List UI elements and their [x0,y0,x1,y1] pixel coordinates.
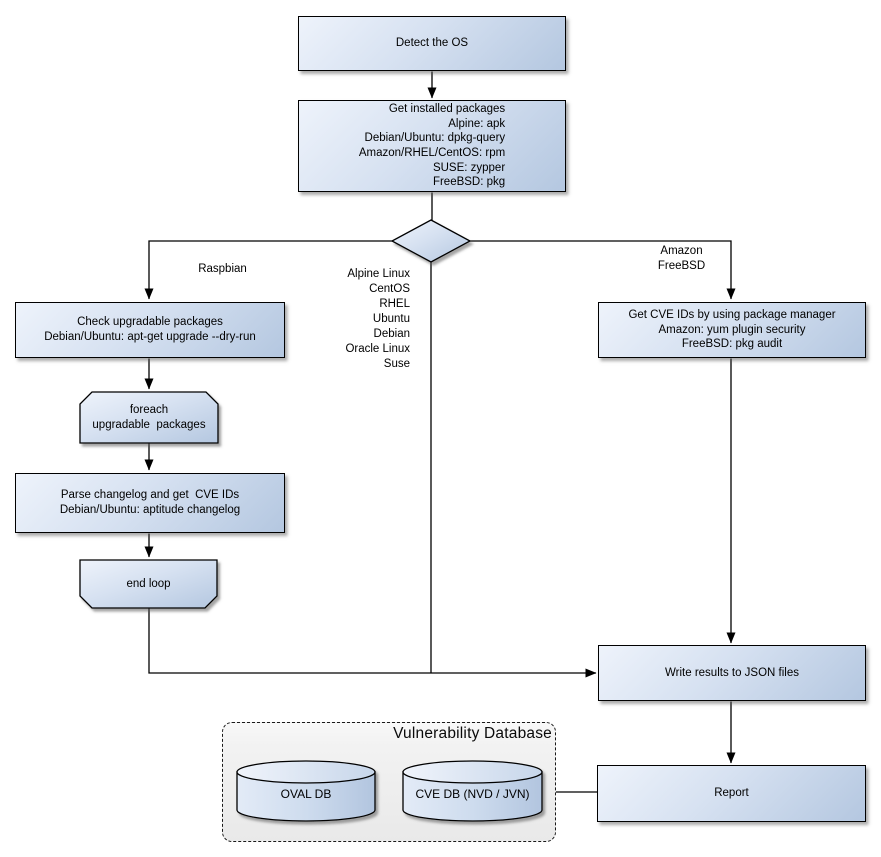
connector-layer [144,71,736,793]
node-write-results: Write results to JSON files [598,645,866,701]
branch-label-os-list: Alpine Linux CentOS RHEL Ubuntu Debian O… [300,267,410,372]
node-end-loop-label: end loop [126,577,171,590]
node-get-installed-packages: Get installed packages Alpine: apk Debia… [298,100,566,192]
node-end-loop: end loop [80,560,217,608]
os-list-item: Suse [383,358,410,370]
os-list-item: Ubuntu [372,313,410,325]
node-text-line: upgradable packages [92,418,206,431]
node-check-upgradable: Check upgradable packages Debian/Ubuntu:… [15,302,285,358]
node-text-line: Debian/Ubuntu: apt-get upgrade --dry-run [44,331,256,343]
node-text-line: SUSE: zypper [432,161,506,174]
node-write-results-label: Write results to JSON files [665,666,799,679]
node-check-upgradable-text: Check upgradable packages Debian/Ubuntu:… [44,315,256,344]
node-report-label: Report [714,787,749,800]
node-text-line: Amazon/RHEL/CentOS: rpm [358,147,506,159]
vulnerability-database-title: Vulnerability Database [393,725,552,742]
node-text-line: Get installed packages [388,103,506,116]
loop-end-shape [79,559,218,609]
loop-start-shape [79,391,219,444]
node-text-line: Parse changelog and get CVE IDs [60,489,240,502]
node-text-line: foreach [129,403,169,416]
node-get-cve-ids: Get CVE IDs by using package manager Ama… [598,302,866,358]
os-list-item: Alpine Linux [347,268,410,280]
branch-label-freebsd: FreeBSD [657,260,706,272]
node-get-installed-packages-text: Get installed packages Alpine: apk Debia… [359,102,505,190]
connector-diamond-to-check [144,240,393,300]
connector-endloop-to-write [148,608,597,678]
node-text-line: Debian/Ubuntu: aptitude changelog [59,504,241,516]
branch-label-amazon-freebsd: Amazon FreeBSD [639,244,724,274]
node-parse-changelog: Parse changelog and get CVE IDs Debian/U… [15,473,285,533]
connector-diamond-to-getcve [469,240,736,300]
os-list-item: CentOS [369,283,410,295]
node-report: Report [597,765,866,822]
node-foreach-loop: foreach upgradable packages [80,392,218,443]
node-text-line: Alpine: apk [448,117,506,130]
node-text-line: Amazon: yum plugin security [658,323,806,336]
node-text-line: FreeBSD: pkg [432,176,506,189]
node-text-line: Check upgradable packages [77,316,223,329]
os-list-item: Oracle Linux [345,343,410,355]
node-text-line: Debian/Ubuntu: dpkg-query [364,132,506,145]
branch-label-amazon: Amazon [660,245,703,257]
os-list-item: Debian [373,328,410,340]
decision-diamond-shape [390,219,472,263]
vulnerability-database-container: Vulnerability Database [222,722,556,842]
node-text-line: FreeBSD: pkg audit [681,338,783,351]
branch-label-raspbian: Raspbian [198,263,247,275]
node-detect-os-label: Detect the OS [395,37,469,50]
os-list-item: RHEL [379,298,410,310]
node-detect-os: Detect the OS [298,16,566,71]
node-parse-changelog-text: Parse changelog and get CVE IDs Debian/U… [60,488,240,517]
node-text-line: Get CVE IDs by using package manager [628,309,836,322]
node-get-cve-ids-text: Get CVE IDs by using package manager Ama… [628,308,835,352]
